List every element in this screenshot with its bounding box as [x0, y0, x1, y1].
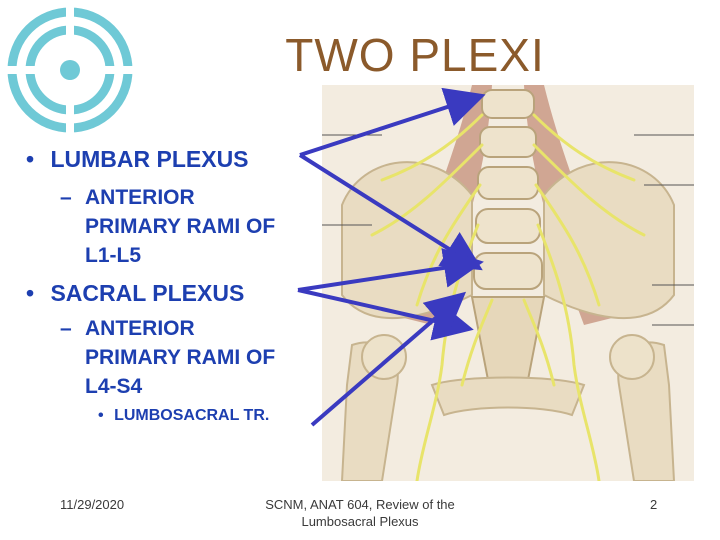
- bullet-text: LUMBAR PLEXUS: [50, 146, 249, 172]
- footer-center: SCNM, ANAT 604, Review of the Lumbosacra…: [240, 497, 480, 529]
- bullet-sacral-plexus: • SACRAL PLEXUS: [26, 280, 244, 307]
- sub-bullet-line: L4-S4: [85, 375, 143, 398]
- sub-bullet-line: ANTERIOR: [85, 186, 195, 209]
- logo-icon: [4, 4, 136, 136]
- sub-bullet-line: ANTERIOR: [85, 317, 195, 340]
- bullet-text: LUMBOSACRAL TR.: [114, 407, 270, 424]
- bullet-text: SACRAL PLEXUS: [50, 280, 245, 306]
- sub-bullet-sacral-rami: – ANTERIOR PRIMARY RAMI OF L4-S4: [60, 314, 275, 401]
- footer-date: 11/29/2020: [60, 497, 125, 512]
- sub-bullet-line: PRIMARY RAMI OF: [85, 215, 276, 238]
- bullet-symbol: •: [98, 407, 104, 424]
- sub-bullet-line: L1-L5: [85, 244, 142, 267]
- slide-title: TWO PLEXI: [285, 29, 545, 81]
- bullet-lumbosacral-trunk: • LUMBOSACRAL TR.: [98, 407, 269, 425]
- sub-bullet-lumbar-rami: – ANTERIOR PRIMARY RAMI OF L1-L5: [60, 183, 275, 270]
- lumbosacral-plexus-illustration: [322, 85, 694, 481]
- footer-page-number: 2: [650, 497, 658, 512]
- sub-bullet-symbol: –: [60, 186, 72, 209]
- sub-bullet-symbol: –: [60, 317, 72, 340]
- bullet-lumbar-plexus: • LUMBAR PLEXUS: [26, 146, 249, 173]
- footer-center-line: SCNM, ANAT 604, Review of the: [265, 497, 455, 512]
- footer-center-line: Lumbosacral Plexus: [301, 514, 419, 529]
- sub-bullet-line: PRIMARY RAMI OF: [85, 346, 276, 369]
- bullet-symbol: •: [26, 146, 35, 172]
- bullet-symbol: •: [26, 280, 35, 306]
